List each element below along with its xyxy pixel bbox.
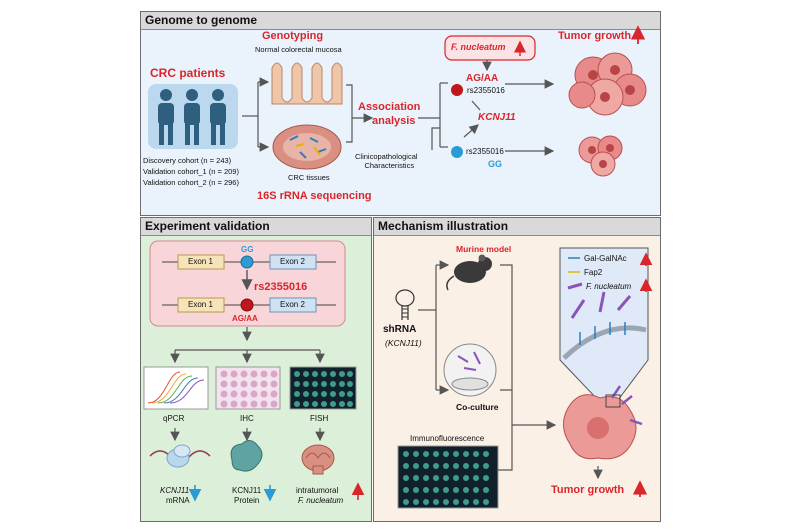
exon2-top-label: Exon 2: [280, 257, 305, 266]
protein-icon: [230, 440, 263, 472]
tumor-growth-label-top: Tumor growth: [558, 30, 632, 42]
gg-genotype-dot: [451, 146, 463, 158]
cohort-list: Discovery cohort (n = 243) Validation co…: [143, 155, 239, 188]
fnucleatum-label: F. nucleatum: [451, 42, 506, 52]
ihc-image: [215, 366, 281, 410]
legend-fnucleatum-label: F. nucleatum: [586, 282, 632, 291]
small-tumor-icon: [578, 135, 623, 177]
ag-aa-genotype-dot: [451, 84, 463, 96]
shrna-hairpin-icon: [395, 289, 415, 320]
exon1-top-label: Exon 1: [188, 257, 213, 266]
result-protein-type: Protein: [234, 496, 260, 505]
result-mrna-gene: KCNJ11: [160, 486, 190, 495]
result-mrna-type: mRNA: [166, 496, 190, 505]
legend-galgalnac-label: Gal-GalNAc: [584, 254, 627, 263]
gg-label: GG: [488, 159, 503, 169]
exp-gg-label: GG: [241, 245, 254, 254]
crc-patients-label: CRC patients: [150, 66, 226, 80]
exon1-bottom-label: Exon 1: [188, 300, 213, 309]
immunofluorescence-image: [397, 445, 499, 509]
shrna-label: shRNA: [383, 324, 417, 335]
crc-tissue-icon: [272, 124, 342, 170]
clinicopathological-label: Clinicopathological Characteristics: [355, 152, 418, 170]
panel-title-genome: Genome to genome: [141, 12, 660, 30]
patients-icon: [148, 84, 238, 149]
exp-rs-label: rs2355016: [254, 281, 308, 293]
mouse-icon: [446, 254, 492, 291]
method-fish-label: FISH: [310, 414, 329, 423]
result-protein-gene: KCNJ11: [232, 486, 262, 495]
large-tumor-icon: [568, 52, 647, 116]
clinicopathological-line-2: Characteristics: [364, 161, 415, 170]
rs-top-label: rs2355016: [467, 86, 505, 95]
panel-title-experiment: Experiment validation: [141, 218, 371, 236]
normal-mucosa-label: Normal colorectal mucosa: [255, 45, 342, 54]
mucosa-icon: [271, 62, 343, 105]
qpcr-image: [143, 366, 209, 410]
fish-image: [289, 366, 357, 410]
zoom-bubble: [559, 247, 649, 401]
cohort-validation-2: Validation cohort_2 (n = 296): [143, 178, 239, 187]
method-qpcr-label: qPCR: [163, 414, 185, 423]
fnucleatum-box: [444, 35, 536, 61]
kcnj11-label: KCNJ11: [478, 112, 516, 123]
association-label-1: Association: [358, 101, 421, 113]
association-label-2: analysis: [372, 115, 416, 127]
clinicopathological-line-1: Clinicopathological: [355, 152, 418, 161]
genotyping-label: Genotyping: [262, 30, 324, 42]
ag-aa-label: AG/AA: [466, 73, 499, 84]
cohort-validation-1: Validation cohort_1 (n = 209): [143, 167, 239, 176]
fnucleatum-icon: [567, 282, 583, 290]
tumor-growth-label-bottom: Tumor growth: [551, 484, 625, 496]
result-fish-location: intratumoral: [296, 486, 339, 495]
exon2-bottom-label: Exon 2: [280, 300, 305, 309]
tissue-fnucleatum-icon: [301, 444, 335, 475]
mrna-icon: [149, 444, 211, 468]
sequencing-label: 16S rRNA sequencing: [257, 190, 372, 202]
method-ihc-label: IHC: [240, 414, 254, 423]
result-fish-species: F. nucleatum: [298, 496, 344, 505]
immunofluorescence-label: Immunofluorescence: [410, 434, 485, 443]
crc-tissues-label: CRC tissues: [288, 173, 330, 182]
murine-model-label: Murine model: [456, 244, 512, 254]
coculture-dish-icon: [443, 343, 497, 397]
rs-bottom-label: rs2355016: [466, 147, 504, 156]
shrna-target-label: (KCNJ11): [385, 338, 422, 348]
coculture-label: Co-culture: [456, 402, 499, 412]
exp-ag-aa-label: AG/AA: [232, 314, 258, 323]
tumor-cell-icon: [563, 385, 643, 460]
legend-fap2-label: Fap2: [584, 268, 603, 277]
cohort-discovery: Discovery cohort (n = 243): [143, 156, 232, 165]
panel-title-mechanism: Mechanism illustration: [374, 218, 660, 236]
